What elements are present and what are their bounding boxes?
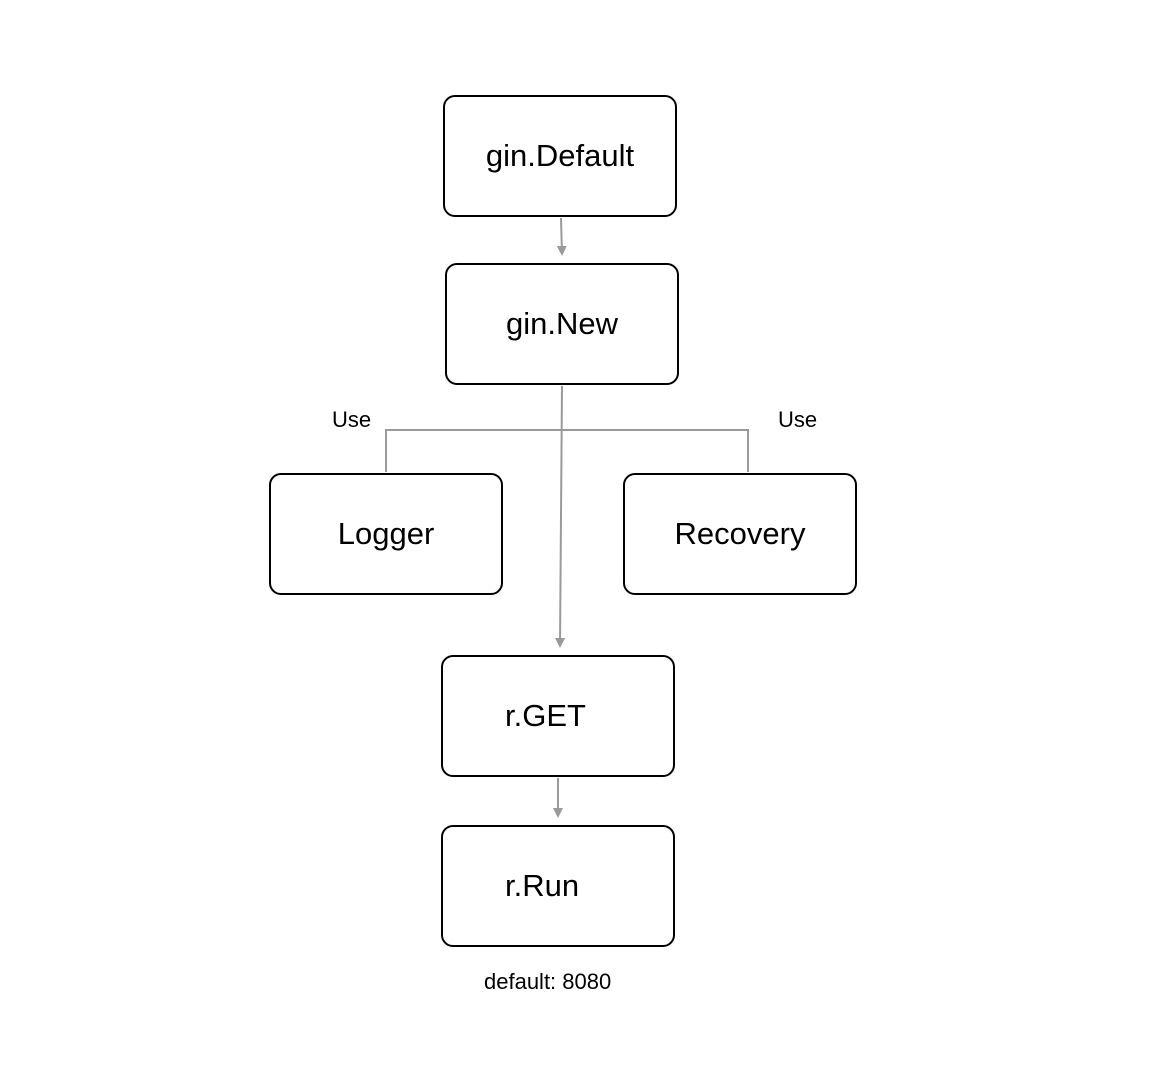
node-r-run: r.Run: [441, 825, 675, 947]
node-recovery-label: Recovery: [674, 516, 806, 551]
arrow-default-to-new: [556, 217, 567, 256]
use-label-recovery: Use: [778, 407, 818, 432]
node-logger-label: Logger: [337, 516, 435, 551]
node-gin-new-label: gin.New: [506, 306, 618, 341]
footnote-default-port: default: 8080: [484, 969, 612, 994]
node-gin-default: gin.Default: [443, 95, 677, 217]
node-r-run-label: r.Run: [505, 868, 580, 903]
use-connector: [385, 429, 749, 472]
node-gin-new: gin.New: [445, 263, 679, 385]
use-label-logger: Use: [332, 407, 372, 432]
arrow-new-to-get: [555, 385, 566, 648]
node-logger: Logger: [269, 473, 503, 595]
node-recovery: Recovery: [623, 473, 857, 595]
node-r-get: r.GET: [441, 655, 675, 777]
node-r-get-label: r.GET: [505, 698, 586, 733]
node-gin-default-label: gin.Default: [485, 138, 635, 173]
